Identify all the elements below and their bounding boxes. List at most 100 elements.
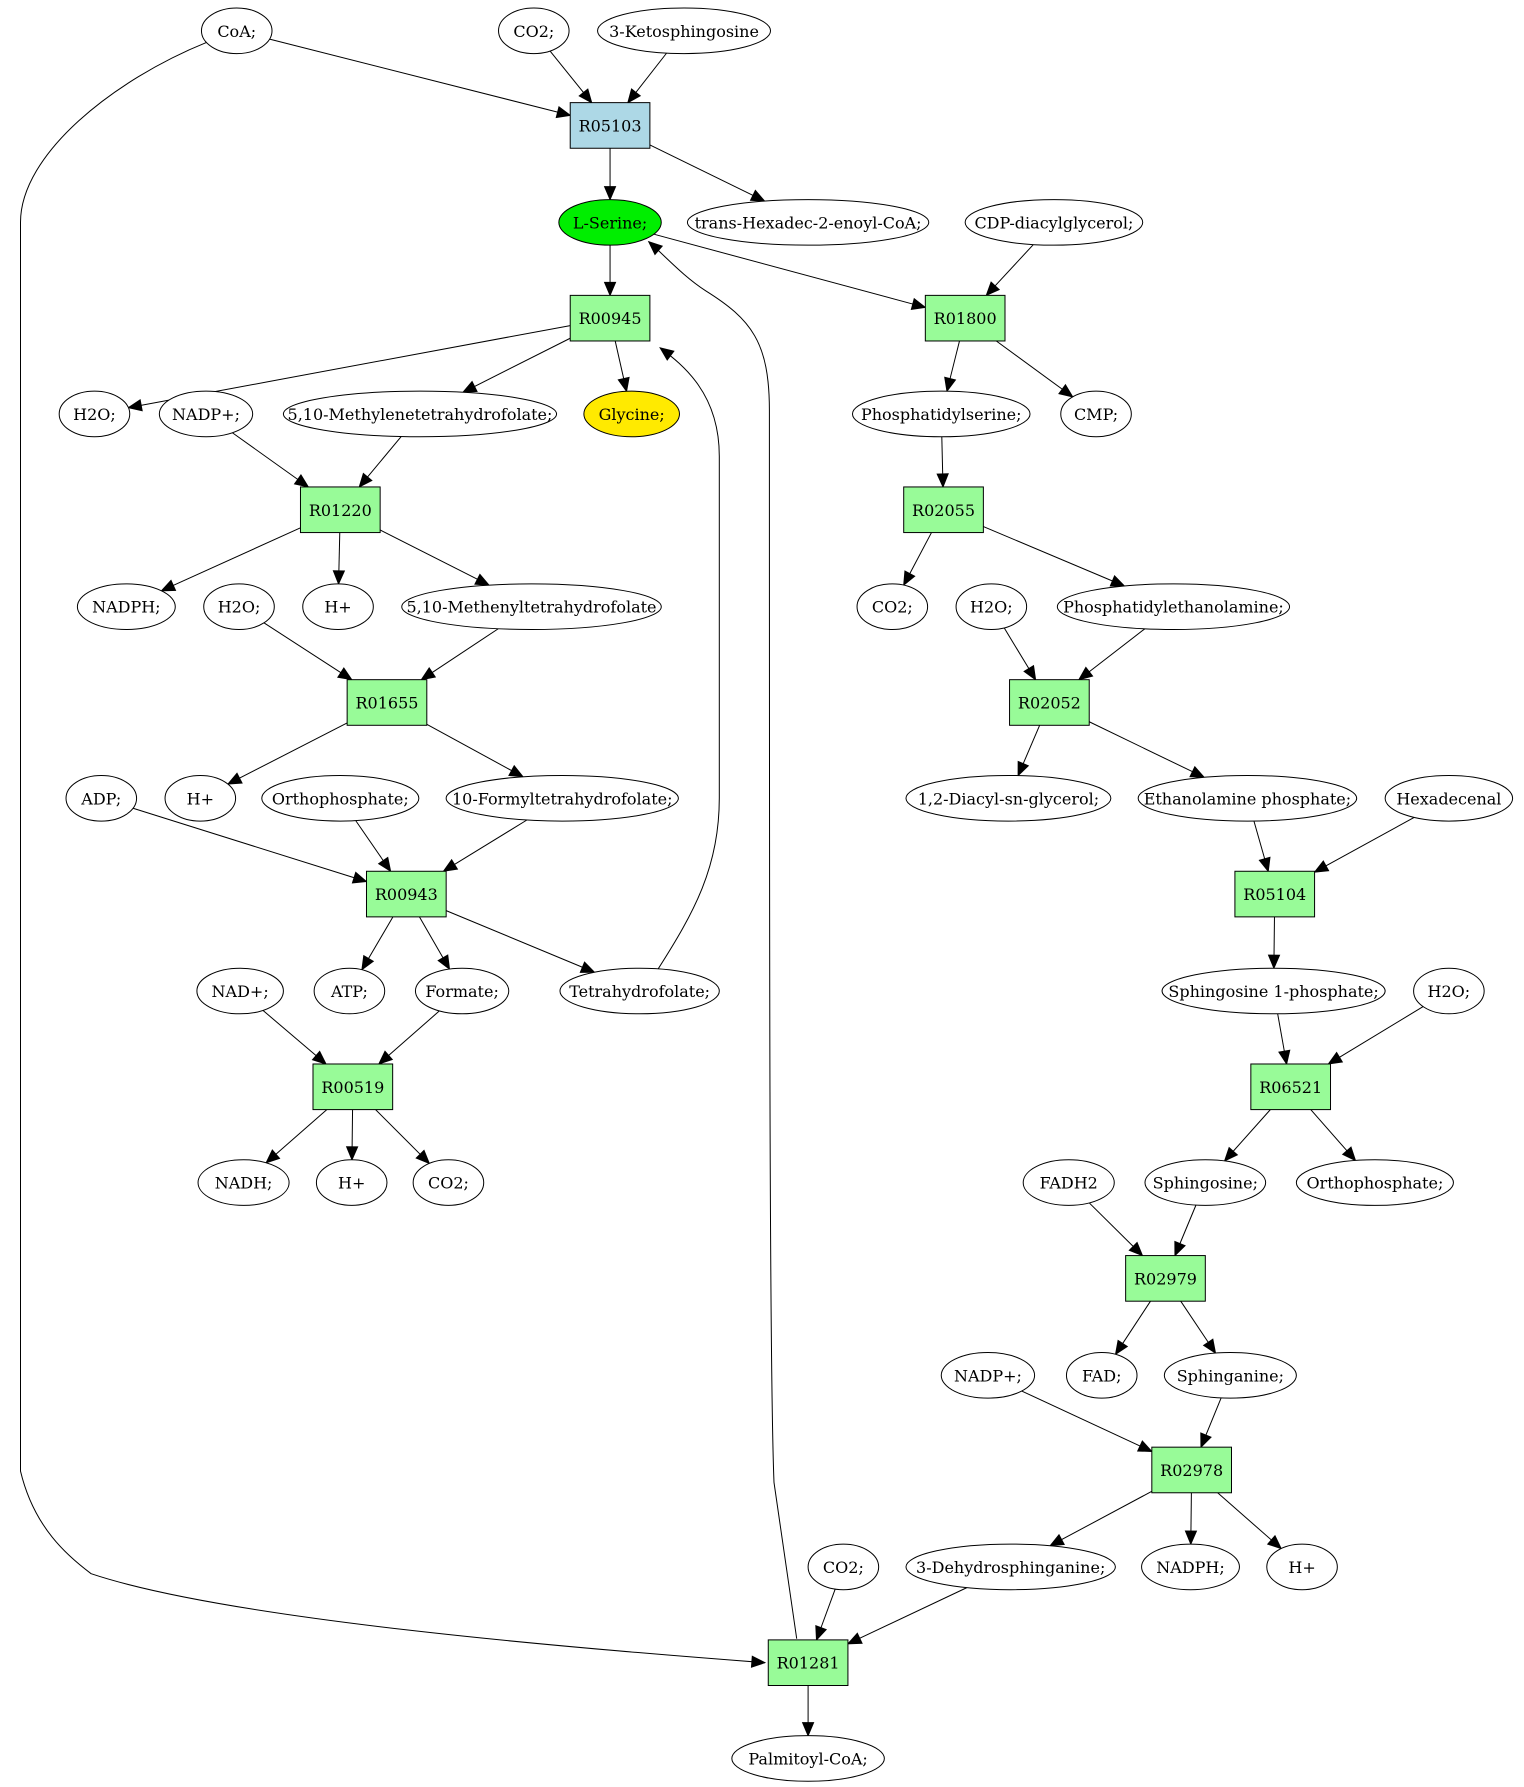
compound-dehydrosph: 3-Dehydrosphinganine; bbox=[905, 1543, 1116, 1591]
reaction-r05104: R05104 bbox=[1234, 870, 1316, 918]
compound-ellipse bbox=[1137, 774, 1358, 822]
node-label: R01655 bbox=[355, 693, 418, 712]
compound-nadph-2: NADPH; bbox=[1141, 1543, 1240, 1591]
reaction-box bbox=[767, 1639, 849, 1687]
edge-r02055-to-co2-2 bbox=[908, 532, 932, 575]
edge-r02979-to-fad bbox=[1121, 1300, 1151, 1345]
edge-ps-to-r02055 bbox=[941, 436, 944, 475]
compound-ellipse bbox=[1056, 583, 1291, 630]
compound-ellipse bbox=[1266, 1543, 1338, 1591]
edge-r01281-to-palmitoyl-arrowhead bbox=[801, 1722, 815, 1737]
edge-methylene-to-r01220-arrowhead bbox=[358, 472, 373, 488]
edge-r01220-to-hplus-1 bbox=[338, 532, 341, 572]
compound-hplus-1: H+ bbox=[302, 583, 374, 630]
node-label: trans-Hexadec-2-enoyl-CoA; bbox=[695, 213, 922, 232]
edge-r02979-to-fad-arrowhead bbox=[1114, 1339, 1129, 1356]
compound-co2-top: CO2; bbox=[498, 7, 570, 55]
reaction-box bbox=[299, 486, 381, 534]
edge-fadh2-to-r02979-arrowhead bbox=[1128, 1241, 1144, 1257]
compound-glycine: Glycine; bbox=[583, 390, 680, 438]
edge-ketosph-to-r05103 bbox=[634, 52, 667, 94]
edge-r02978-to-nadph-2-arrowhead bbox=[1184, 1530, 1198, 1546]
edge-r05103-to-serine-arrowhead bbox=[603, 186, 617, 201]
compound-ellipse bbox=[197, 1159, 290, 1206]
edge-r02055-to-co2-2-arrowhead bbox=[903, 570, 916, 587]
edge-coa-to-r05103 bbox=[269, 38, 559, 113]
edge-r01220-to-hplus-1-arrowhead bbox=[332, 570, 346, 586]
edge-r01655-to-hplus-2-arrowhead bbox=[226, 772, 243, 785]
edge-r00945-to-h2o-1-arrowhead bbox=[127, 399, 143, 412]
reaction-r01220: R01220 bbox=[299, 486, 381, 534]
node-label: CMP; bbox=[1074, 405, 1118, 424]
edge-serine-to-r01800-arrowhead bbox=[910, 297, 927, 310]
compound-h2o-4: H2O; bbox=[1413, 967, 1485, 1015]
compound-nadph-1: NADPH; bbox=[76, 583, 176, 630]
compound-ps: Phosphatidylserine; bbox=[851, 390, 1031, 438]
node-label: R01800 bbox=[934, 309, 997, 328]
edge-ortho-1-to-r00943-arrowhead bbox=[377, 856, 392, 873]
node-label: CO2; bbox=[872, 598, 913, 617]
compound-hplus-4: H+ bbox=[1266, 1543, 1338, 1591]
edge-r00943-to-thf bbox=[445, 910, 584, 969]
edge-thf-to-r00945 bbox=[657, 347, 720, 970]
edge-r00945-to-methylene bbox=[473, 337, 571, 388]
node-label: Phosphatidylserine; bbox=[861, 405, 1022, 424]
compound-hplus-2: H+ bbox=[164, 774, 237, 822]
edge-sphinganine-to-r02978-arrowhead bbox=[1200, 1432, 1212, 1449]
edge-co2-top-to-r05103-arrowhead bbox=[578, 88, 593, 104]
compound-ellipse bbox=[203, 583, 275, 630]
reaction-box bbox=[924, 294, 1006, 342]
edge-h2o-4-to-r06521 bbox=[1338, 1006, 1424, 1059]
edge-r01655-to-formylthf bbox=[426, 723, 513, 772]
node-label: Formate; bbox=[425, 982, 499, 1001]
node-label: NADP+; bbox=[172, 405, 240, 424]
node-label: R00519 bbox=[321, 1078, 384, 1097]
compound-ellipse bbox=[559, 967, 720, 1015]
edge-r00943-to-formate-arrowhead bbox=[437, 954, 451, 971]
node-label: Sphingosine 1-phosphate; bbox=[1168, 982, 1378, 1001]
reaction-box bbox=[1234, 870, 1316, 918]
edge-fadh2-to-r02979 bbox=[1088, 1202, 1135, 1248]
edge-r01655-to-hplus-2 bbox=[238, 722, 348, 780]
compound-serine: L-Serine; bbox=[558, 199, 662, 246]
node-label: Orthophosphate; bbox=[272, 789, 409, 808]
compound-ellipse bbox=[905, 774, 1112, 822]
edge-methenyl-to-r01655-arrowhead bbox=[420, 667, 437, 681]
compound-etnp: Ethanolamine phosphate; bbox=[1137, 774, 1358, 822]
reaction-r00945: R00945 bbox=[569, 294, 651, 342]
node-label: 10-Formyltetrahydrofolate; bbox=[452, 789, 672, 808]
edge-r02052-to-dag-arrowhead bbox=[1017, 760, 1030, 777]
reaction-r01281: R01281 bbox=[767, 1639, 849, 1687]
compound-ellipse bbox=[445, 774, 679, 822]
edge-r00519-to-nadh-arrowhead bbox=[265, 1149, 281, 1164]
node-label: H+ bbox=[187, 789, 214, 808]
reaction-box bbox=[365, 870, 447, 918]
node-label: R01281 bbox=[777, 1654, 840, 1673]
compound-adp: ADP; bbox=[65, 774, 138, 822]
edge-r06521-to-sphingosine bbox=[1232, 1109, 1271, 1153]
node-label: R02979 bbox=[1134, 1269, 1197, 1288]
reaction-r01655: R01655 bbox=[346, 679, 428, 726]
compound-transhex: trans-Hexadec-2-enoyl-CoA; bbox=[686, 199, 930, 246]
compound-ellipse bbox=[414, 967, 510, 1015]
compound-ellipse bbox=[196, 967, 284, 1015]
compound-ellipse bbox=[807, 1543, 880, 1591]
edge-adp-to-r00943 bbox=[132, 807, 356, 879]
edge-r01220-to-nadph-1-arrowhead bbox=[160, 579, 177, 592]
node-label: Ethanolamine phosphate; bbox=[1144, 789, 1351, 808]
node-label: CO2; bbox=[428, 1174, 469, 1193]
compound-methenyl: 5,10-Methenyltetrahydrofolate bbox=[401, 583, 662, 630]
edge-s1p-to-r06521-arrowhead bbox=[1278, 1049, 1291, 1066]
node-label: H2O; bbox=[970, 598, 1013, 617]
edge-pe-to-r02052 bbox=[1088, 628, 1146, 673]
node-label: ATP; bbox=[330, 982, 368, 1001]
edge-sphingosine-to-r02979 bbox=[1179, 1204, 1197, 1245]
node-label: Phosphatidylethanolamine; bbox=[1063, 598, 1284, 617]
edge-r01220-to-methenyl bbox=[379, 529, 479, 581]
edge-r01220-to-methenyl-arrowhead bbox=[474, 573, 491, 586]
node-label: Tetrahydrofolate; bbox=[569, 982, 710, 1001]
reaction-r06521: R06521 bbox=[1250, 1063, 1332, 1111]
edge-methenyl-to-r01655 bbox=[431, 628, 499, 674]
edge-r02978-to-hplus-4-arrowhead bbox=[1266, 1534, 1283, 1550]
